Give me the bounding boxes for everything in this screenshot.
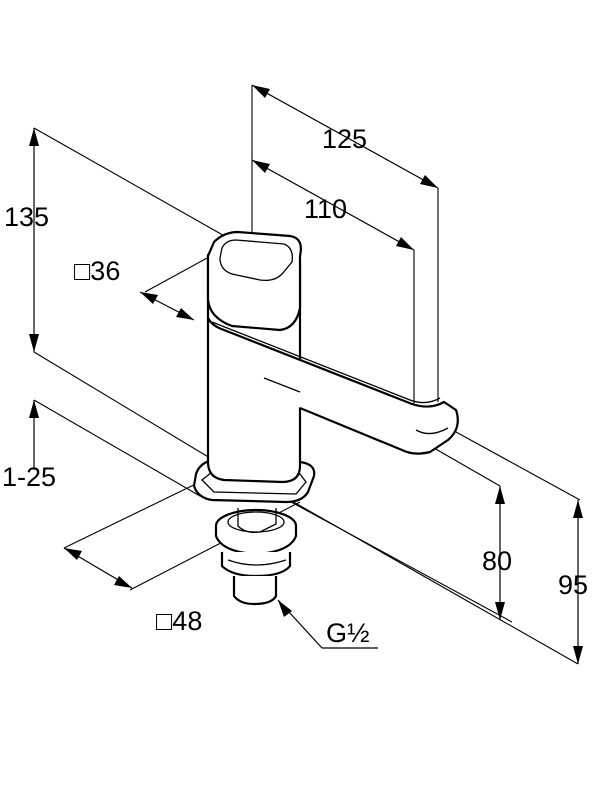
- label-80: 80: [482, 546, 512, 576]
- label-square-48: □48: [156, 606, 202, 636]
- label-1-25: 1-25: [2, 462, 56, 492]
- arrowheads: [29, 85, 583, 664]
- label-125: 125: [322, 124, 367, 154]
- label-square-36: □36: [74, 256, 120, 286]
- label-95: 95: [558, 570, 588, 600]
- dimension-labels: 135 125 110 □36 1-25 80 95 □48 G½: [2, 124, 588, 648]
- connector-nut: [214, 508, 298, 606]
- label-thread-g-half: G½: [326, 618, 370, 648]
- label-135: 135: [4, 202, 49, 232]
- faucet-body: [192, 230, 459, 504]
- label-110: 110: [304, 194, 347, 224]
